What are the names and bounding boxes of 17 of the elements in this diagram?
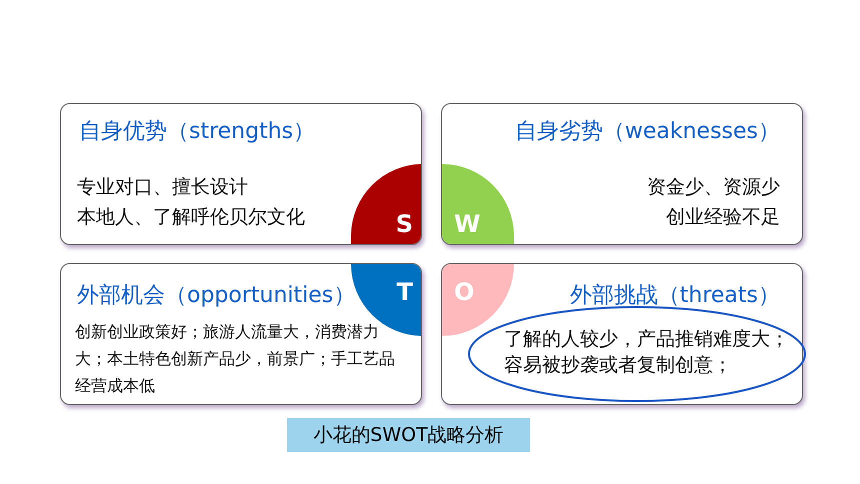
card-heading: 自身劣势（weaknesses） [514,118,780,146]
title-banner: 小花的SWOT战略分析 [287,418,530,452]
swot-card [441,103,803,245]
swot-card [60,103,422,245]
swot-card [60,263,422,405]
card-text: 容易被抄袭或者复制创意； [504,353,732,378]
card-text: 创业经验不足 [666,205,780,230]
swot-card [441,263,803,405]
card-text: 创新创业政策好；旅游人流量大，消费潜力大；本土特色创新产品少，前景广；手工艺品经营成本低 [75,321,396,397]
card-text: 本地人、了解呼伦贝尔文化 [77,205,305,230]
card-heading: 自身优势（strengths） [79,118,316,146]
quadrant-badge: W [442,164,514,244]
card-text: 专业对口、擅长设计 [77,175,248,200]
card-heading: 外部机会（opportunities） [77,282,356,310]
card-text: 资金少、资源少 [647,175,780,200]
quadrant-badge: S [351,164,421,244]
card-heading: 外部挑战（threats） [570,282,780,310]
